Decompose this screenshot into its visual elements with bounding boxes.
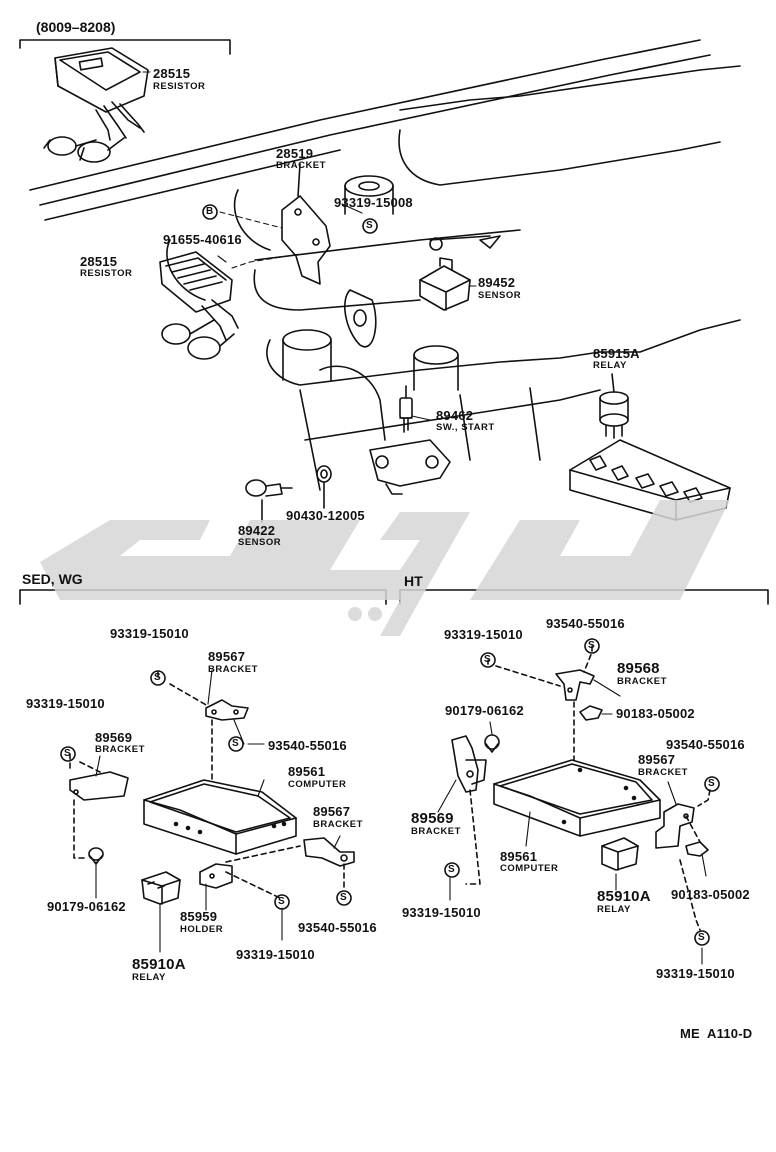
part-number: 85910A <box>597 888 651 905</box>
switch-89462-drawing <box>399 385 413 433</box>
label-ht-bolt-a: 93319-15010 <box>444 627 523 642</box>
resistor-28515-drawing <box>159 251 239 360</box>
label-sed-bolt-a: 93319-15010 <box>110 626 189 641</box>
part-number: 89568 <box>617 660 660 677</box>
diagram-code: ME A110-D <box>680 1026 753 1041</box>
label-ht-bolt-b: 93319-15010 <box>402 905 481 920</box>
part-number: 89569 <box>411 810 454 827</box>
s-marker: S <box>708 778 716 789</box>
part-name: BRACKET <box>638 767 688 778</box>
label-sed-screw-b: 93540-55016 <box>298 920 377 935</box>
part-name: BRACKET <box>617 676 667 687</box>
section-label-sed-wg: SED, WG <box>22 571 83 587</box>
s-marker: S <box>588 640 596 651</box>
part-number: 28519 <box>276 146 314 161</box>
label-ht-bolt-c: 93319-15010 <box>656 966 735 981</box>
part-name: RESISTOR <box>153 81 206 92</box>
part-number: 89561 <box>500 849 538 864</box>
label-ht-nut-b: 90183-05002 <box>671 887 750 902</box>
part-name: RELAY <box>597 904 631 915</box>
part-number: 85915A <box>593 346 640 361</box>
part-name: SENSOR <box>238 537 282 548</box>
s-marker: S <box>484 654 492 665</box>
top-leaders <box>142 71 477 421</box>
s-marker: S <box>232 738 240 749</box>
section-label-ht: HT <box>404 573 423 589</box>
top-variant-bracket <box>19 39 231 55</box>
part-number: 85959 <box>180 909 218 924</box>
sensor-89422-drawing <box>245 479 293 523</box>
ht-drawings <box>437 638 720 965</box>
top-markers <box>202 204 378 234</box>
part-number: 89567 <box>208 649 246 664</box>
s-marker: S <box>366 220 374 231</box>
s-marker: S <box>340 892 348 903</box>
part-name: HOLDER <box>180 924 224 935</box>
part-number: 28515 <box>153 66 191 81</box>
part-number: 89567 <box>638 752 676 767</box>
label-ht-screw-a: 93540-55016 <box>546 616 625 631</box>
part-number: 89452 <box>478 275 516 290</box>
label-sed-screw-a: 93540-55016 <box>268 738 347 753</box>
part-number: 89462 <box>436 408 474 423</box>
label-gasket-90430-12005: 90430-12005 <box>286 508 365 523</box>
part-name: COMPUTER <box>288 779 347 790</box>
part-number: 85910A <box>132 956 186 973</box>
part-name: BRACKET <box>411 826 461 837</box>
part-name: BRACKET <box>276 160 326 171</box>
part-name: COMPUTER <box>500 863 559 874</box>
part-name: BRACKET <box>313 819 363 830</box>
bracket-28519-drawing <box>281 163 331 285</box>
label-sed-bolt-c: 93319-15010 <box>236 947 315 962</box>
label-ht-nut-a: 90183-05002 <box>616 706 695 721</box>
part-name: SENSOR <box>478 290 522 301</box>
part-name: RESISTOR <box>80 268 133 279</box>
s-marker: S <box>154 672 162 683</box>
part-name: SW., START <box>436 422 495 433</box>
part-name: RELAY <box>132 972 166 983</box>
part-number: 89567 <box>313 804 351 819</box>
label-nut-91655-40616: 91655-40616 <box>163 232 242 247</box>
top-variant-label: (8009–8208) <box>36 19 116 35</box>
label-sed-bolt-b: 93319-15010 <box>26 696 105 711</box>
part-name: BRACKET <box>95 744 145 755</box>
s-marker: S <box>64 748 72 759</box>
part-number: 89569 <box>95 730 133 745</box>
gasket-drawing <box>316 465 332 509</box>
sensor-89452-drawing <box>419 257 471 311</box>
relay-85915a-drawing <box>599 373 629 439</box>
label-ht-clip: 90179-06162 <box>445 703 524 718</box>
engine-outline <box>29 39 741 495</box>
b-marker: B <box>206 206 214 217</box>
label-ht-screw-b: 93540-55016 <box>666 737 745 752</box>
part-name: RELAY <box>593 360 627 371</box>
part-name: BRACKET <box>208 664 258 675</box>
part-number: 89561 <box>288 764 326 779</box>
s-marker: S <box>448 864 456 875</box>
label-bolt-93319-15008: 93319-15008 <box>334 195 413 210</box>
s-marker: S <box>278 896 286 907</box>
part-number: 28515 <box>80 254 118 269</box>
part-number: 89422 <box>238 523 276 538</box>
inset-resistor-drawing <box>43 47 149 163</box>
s-marker: S <box>698 932 706 943</box>
sed-drawings <box>60 669 355 953</box>
label-sed-clip: 90179-06162 <box>47 899 126 914</box>
